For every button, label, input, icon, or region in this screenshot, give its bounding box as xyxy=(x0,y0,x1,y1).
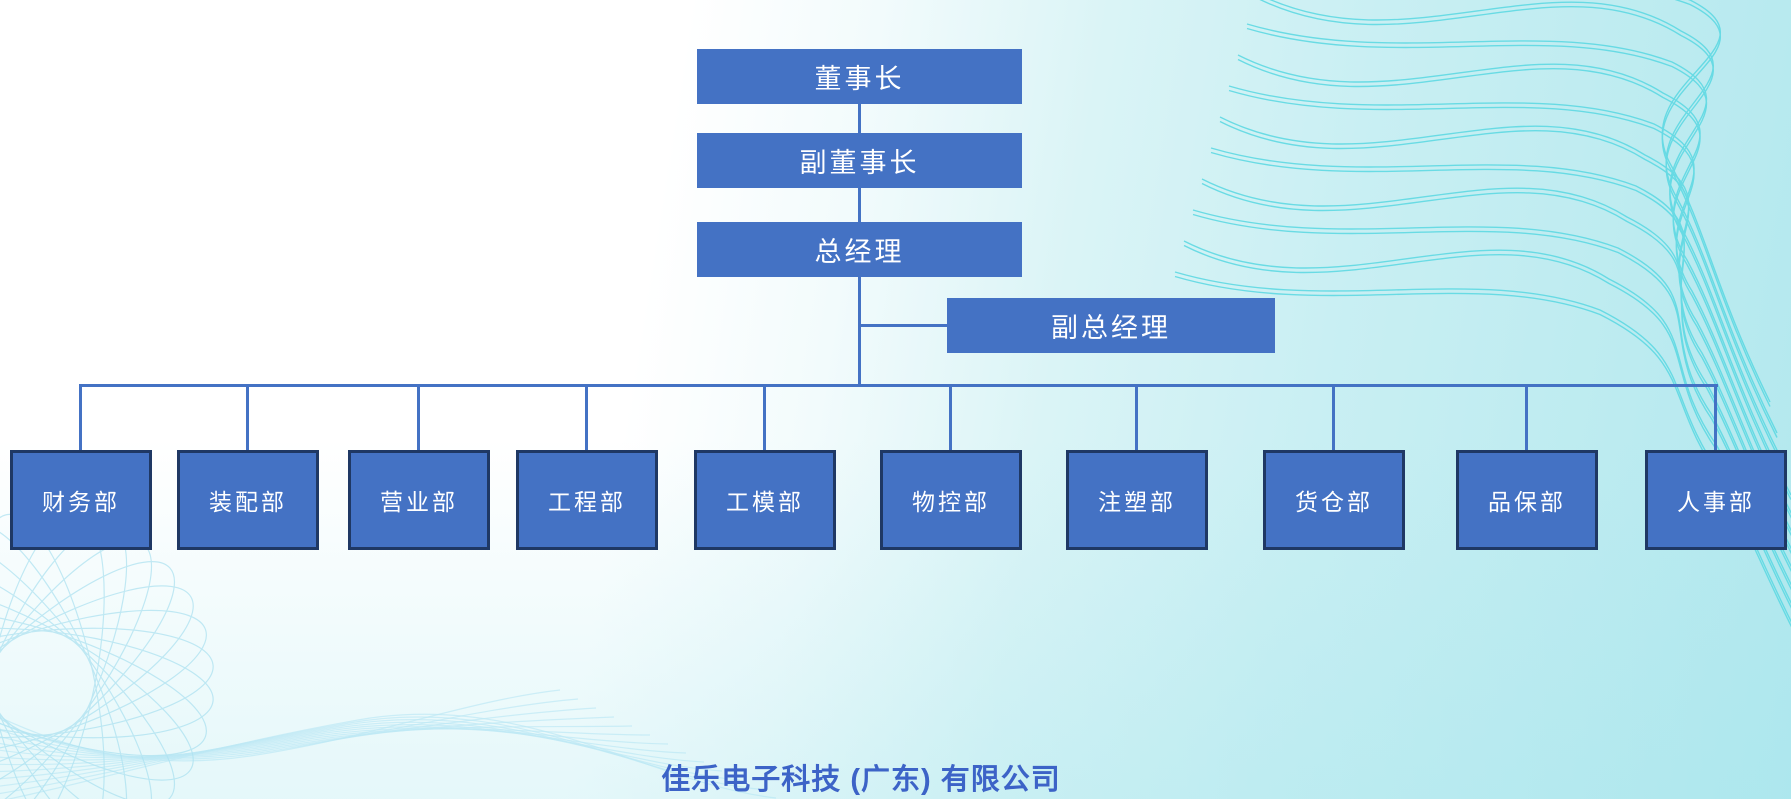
connector-drop-warehouse xyxy=(1332,385,1335,451)
connector-drop-hr xyxy=(1714,385,1717,451)
org-node-dept-hr: 人事部 xyxy=(1645,450,1787,550)
org-node-chairman: 董事长 xyxy=(697,49,1022,104)
org-node-dept-qa: 品保部 xyxy=(1456,450,1598,550)
connector-vicechairman-gm xyxy=(858,188,861,222)
org-node-dept-finance: 财务部 xyxy=(10,450,152,550)
connector-drop-material-control xyxy=(949,385,952,451)
connector-drop-injection xyxy=(1135,385,1138,451)
connector-drop-sales xyxy=(417,385,420,451)
fan-pattern-bottom-left xyxy=(0,689,777,799)
connector-drop-qa xyxy=(1525,385,1528,451)
org-node-deputy-general-manager: 副总经理 xyxy=(947,298,1275,353)
connector-drop-assembly xyxy=(246,385,249,451)
org-node-dept-injection: 注塑部 xyxy=(1066,450,1208,550)
connector-drop-engineering xyxy=(585,385,588,451)
connector-gm-trunk xyxy=(858,277,861,387)
connector-chairman-vicechairman xyxy=(858,104,861,133)
org-node-vice-chairman: 副董事长 xyxy=(697,133,1022,188)
company-name-text: 佳乐电子科技 (广东) 有限公司 xyxy=(661,764,1061,796)
org-node-dept-warehouse: 货仓部 xyxy=(1263,450,1405,550)
org-node-general-manager: 总经理 xyxy=(697,222,1022,277)
org-node-dept-sales: 营业部 xyxy=(348,450,490,550)
connector-department-bus xyxy=(79,384,1718,387)
org-node-dept-tooling: 工模部 xyxy=(694,450,836,550)
connector-branch-deputy-gm xyxy=(858,324,948,327)
org-node-dept-engineering: 工程部 xyxy=(516,450,658,550)
org-node-dept-assembly: 装配部 xyxy=(177,450,319,550)
connector-drop-tooling xyxy=(763,385,766,451)
wave-pattern-top-right xyxy=(1174,0,1791,628)
org-node-dept-material-control: 物控部 xyxy=(880,450,1022,550)
connector-drop-finance xyxy=(79,385,82,451)
